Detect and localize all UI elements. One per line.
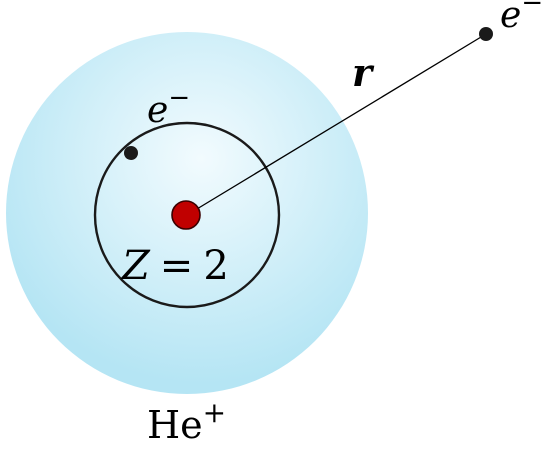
distance-line	[186, 33, 487, 216]
outer-electron-label: e−	[500, 0, 543, 36]
inner-electron-orbit	[93, 121, 281, 309]
inner-electron-label: e−	[147, 83, 190, 131]
nucleus	[171, 200, 201, 230]
inner-electron	[124, 146, 138, 160]
distance-label: r	[352, 50, 375, 95]
nuclear-charge-label: Z=2	[120, 243, 229, 289]
outer-electron	[479, 27, 493, 41]
ion-label: He+	[147, 396, 226, 447]
